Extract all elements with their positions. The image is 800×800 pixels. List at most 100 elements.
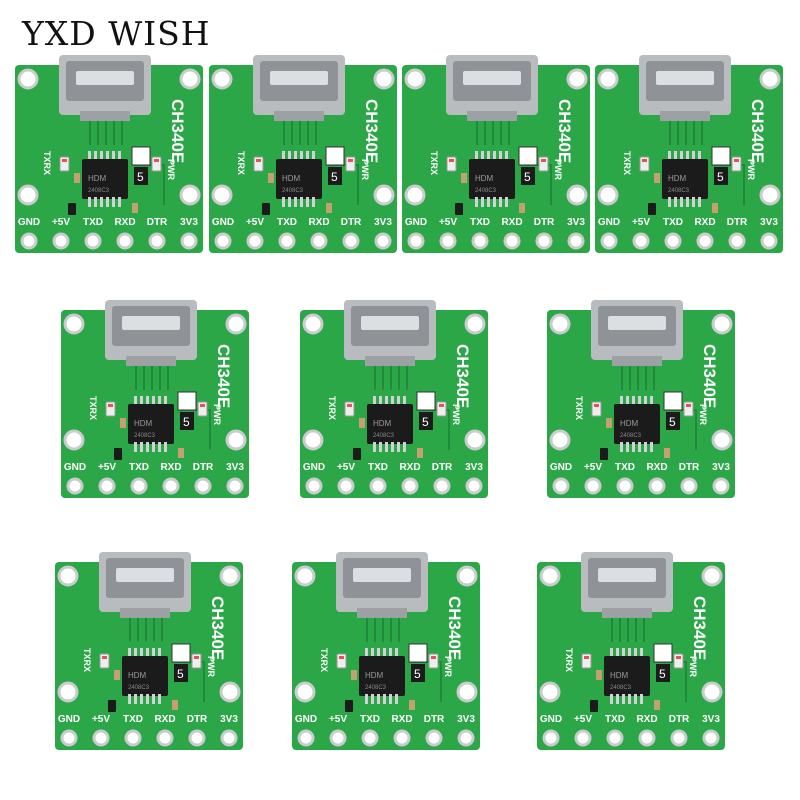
ch340e-ic: HDM 2408C3 [662,151,708,207]
ic-code: 2408C3 [88,188,110,194]
header-pad [98,477,116,495]
chip-mark: 5 [669,415,676,429]
header-pad [194,477,212,495]
pwr-label: PWR [746,159,756,180]
mounting-hole [219,681,241,703]
header-pad [728,232,746,250]
txrx-label: TXRX [319,648,329,672]
pin-label: 3V3 [180,217,198,228]
mounting-hole [759,68,781,90]
pin-label: RXD [694,217,715,228]
micro-usb-connector [253,55,345,121]
header-pad [246,232,264,250]
chip-mark: 5 [717,170,724,184]
ic-marking: HDM [134,419,153,428]
header-pad [401,477,419,495]
capacitor [654,173,660,183]
capacitor [268,173,274,183]
pin-label: TXD [83,217,103,228]
mounting-hole [597,68,619,90]
mounting-hole [179,68,201,90]
regulator-chip: 5 [408,643,428,682]
ch340e-ic: HDM 2408C3 [128,396,174,452]
mounting-hole [566,68,588,90]
chip-mark: 5 [414,667,421,681]
mounting-hole [404,68,426,90]
header-pad [52,232,70,250]
pin-label: +5V [337,462,355,473]
ic-code: 2408C3 [668,188,690,194]
pwr-label: PWR [166,159,176,180]
header-pad [606,729,624,747]
pin-label: TXD [129,462,149,473]
ic-marking: HDM [88,174,107,183]
mounting-hole [539,681,561,703]
header-pad [305,477,323,495]
header-pad [503,232,521,250]
pin-label: 3V3 [457,714,475,725]
txrx-label: TXRX [429,151,439,175]
micro-usb-connector [591,300,683,366]
pwr-label: PWR [206,656,216,677]
header-pad [374,232,392,250]
capacitor [172,700,178,710]
model-label: CH340E [453,344,472,408]
pin-label: 3V3 [760,217,778,228]
header-pad [425,729,443,747]
model-label: CH340E [690,596,709,660]
mounting-hole [456,565,478,587]
header-pad [156,729,174,747]
micro-usb-connector [105,300,197,366]
header-pad [760,232,778,250]
header-pad [471,232,489,250]
header-pad [361,729,379,747]
mounting-hole [549,429,571,451]
txrx-label: TXRX [564,648,574,672]
pwr-label: PWR [698,404,708,425]
regulator-chip: 5 [518,146,538,185]
header-pad [457,729,475,747]
txrx-label: TXRX [88,396,98,420]
pin-label: GND [540,714,562,725]
header-pad [542,729,560,747]
mounting-hole [759,184,781,206]
ic-code: 2408C3 [128,685,150,691]
pin-label: 3V3 [220,714,238,725]
header-pad [162,477,180,495]
header-pad [278,232,296,250]
pin-label: DTR [727,217,748,228]
mounting-hole [63,313,85,335]
header-pad [567,232,585,250]
regulator-chip: 5 [131,146,151,185]
chip-mark: 5 [137,170,144,184]
ic-code: 2408C3 [373,433,395,439]
chip-mark: 5 [422,415,429,429]
regulator-chip: 5 [663,391,683,430]
chip-mark: 5 [177,667,184,681]
pin-label: TXD [360,714,380,725]
pin-label: 3V3 [465,462,483,473]
capacitor [114,448,122,460]
header-pad [680,477,698,495]
header-pad [702,729,720,747]
header-pad [20,232,38,250]
pin-label: RXD [114,217,135,228]
pin-label: +5V [574,714,592,725]
txrx-label: TXRX [574,396,584,420]
txrx-label: TXRX [622,151,632,175]
mounting-hole [225,429,247,451]
header-pad [535,232,553,250]
ic-marking: HDM [668,174,687,183]
capacitor [114,670,120,680]
